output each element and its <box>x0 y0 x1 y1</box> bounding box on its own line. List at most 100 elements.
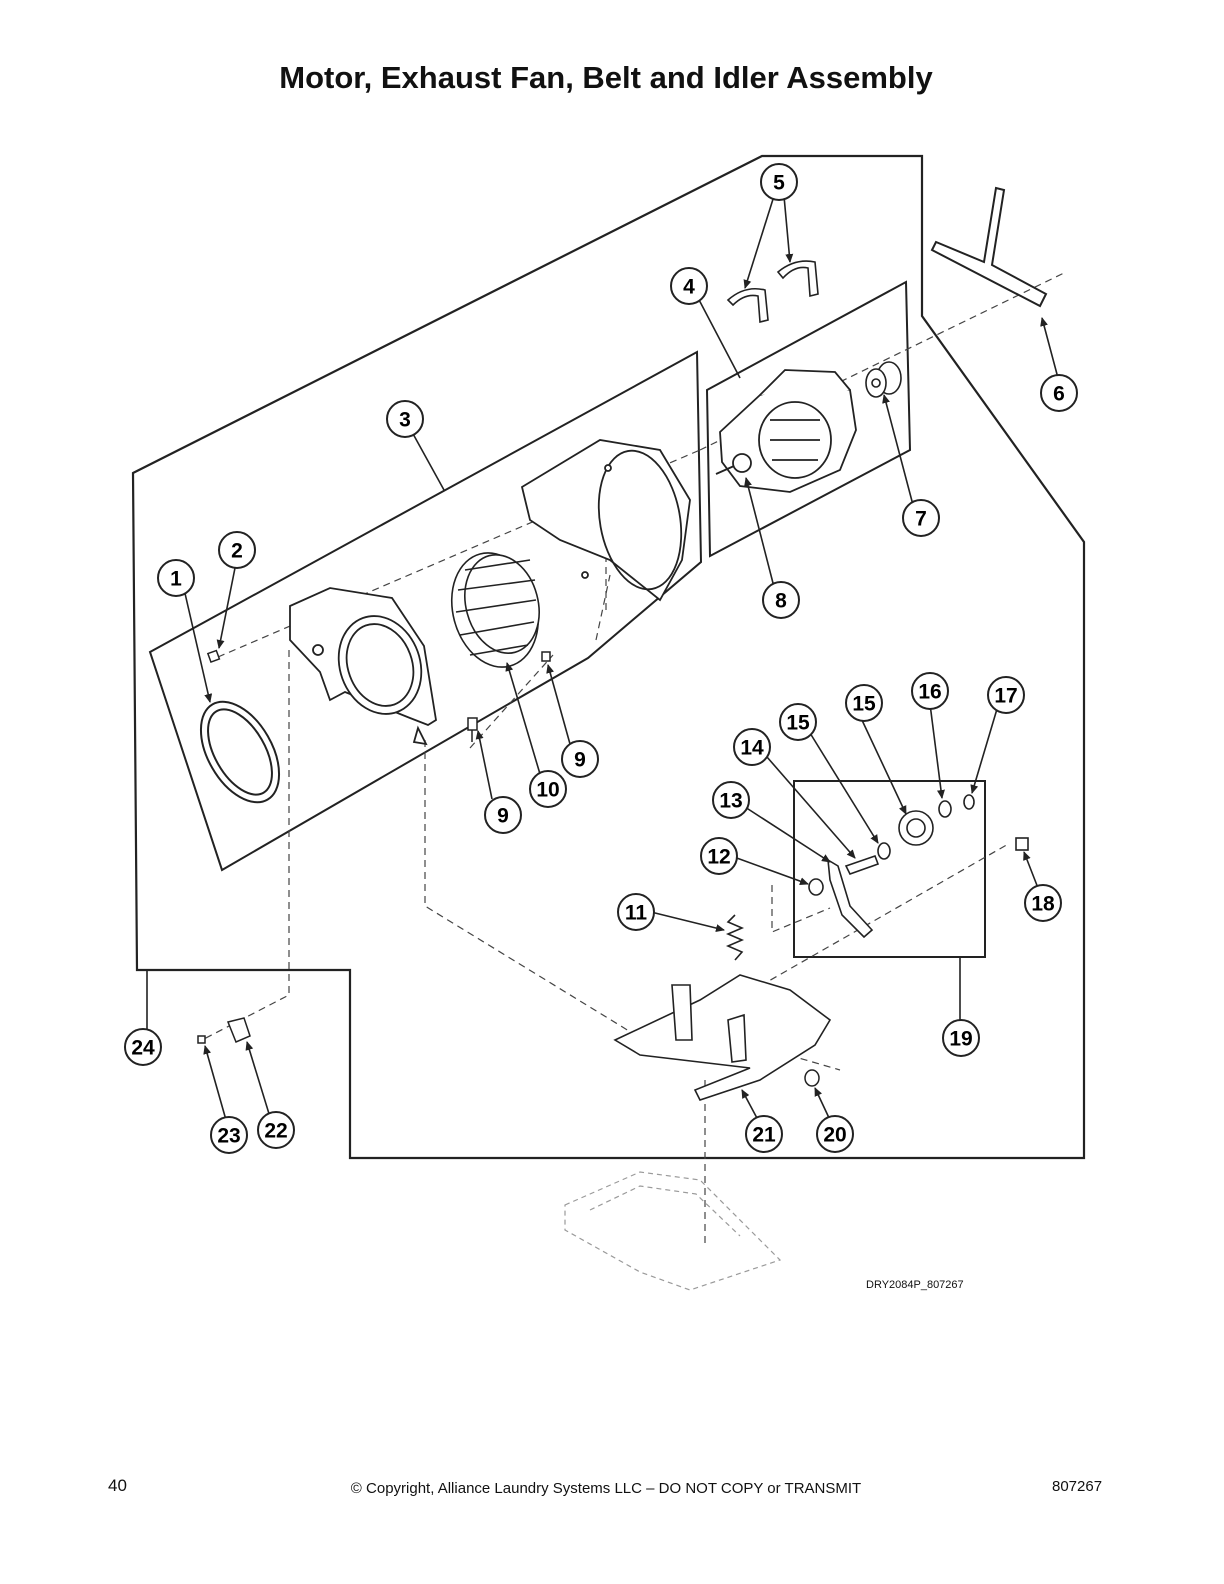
callout-circle <box>257 1111 295 1149</box>
callout-label: 2 <box>231 540 243 563</box>
idler-spring-part <box>725 914 745 961</box>
callout-circle <box>529 770 567 808</box>
callout-8: 8 <box>762 581 800 619</box>
callout-label: 5 <box>773 172 785 195</box>
callout-label: 12 <box>707 846 730 869</box>
callout-5: 5 <box>760 163 798 201</box>
callout-label: 17 <box>994 685 1017 708</box>
blower-subassembly-outline <box>148 350 703 872</box>
motor-clamps-part <box>726 260 819 324</box>
callout-label: 8 <box>775 590 787 613</box>
diagram-id: DRY2084P_807267 <box>866 1279 964 1291</box>
callout-label: 24 <box>131 1037 155 1060</box>
callout-circle <box>700 837 738 875</box>
callout-circle <box>157 559 195 597</box>
callout-circle <box>218 531 256 569</box>
blower-wheel-part <box>450 552 540 668</box>
callout-circle <box>124 1028 162 1066</box>
callout-23: 23 <box>210 1116 248 1154</box>
callout-16: 16 <box>911 672 949 710</box>
callout-9: 9 <box>484 796 522 834</box>
ring-gasket-part <box>199 700 281 804</box>
callout-14: 14 <box>733 728 771 766</box>
callout-10: 10 <box>529 770 567 808</box>
callout-circle <box>1024 884 1062 922</box>
callout-label: 18 <box>1031 893 1055 916</box>
callout-label: 1 <box>170 568 182 591</box>
callout-circle <box>617 893 655 931</box>
callout-12: 12 <box>700 837 738 875</box>
document-number: 807267 <box>1052 1478 1103 1495</box>
callout-22: 22 <box>257 1111 295 1149</box>
callout-9: 9 <box>561 740 599 778</box>
callout-label: 23 <box>217 1125 240 1148</box>
callout-7: 7 <box>902 499 940 537</box>
callout-label: 10 <box>536 779 559 802</box>
blower-housing-plate <box>289 587 437 746</box>
callout-label: 14 <box>740 737 764 760</box>
callout-circle <box>386 400 424 438</box>
callout-20: 20 <box>816 1115 854 1153</box>
callout-label: 16 <box>918 681 941 704</box>
callout-label: 21 <box>752 1124 776 1147</box>
callout-17: 17 <box>987 676 1025 714</box>
idler-subassembly-outline <box>793 780 986 958</box>
callout-leaders <box>146 195 1059 1121</box>
callout-21: 21 <box>745 1115 783 1153</box>
callout-circle <box>942 1019 980 1057</box>
callout-label: 19 <box>949 1028 972 1051</box>
callout-circle <box>745 1115 783 1153</box>
callout-circle <box>911 672 949 710</box>
motor-mount-part <box>613 974 832 1101</box>
callout-2: 2 <box>218 531 256 569</box>
callout-label: 4 <box>683 276 695 299</box>
scroll-housing-part <box>520 439 691 602</box>
outer-assembly-outline <box>131 154 1086 1160</box>
callout-19: 19 <box>942 1019 980 1057</box>
callout-circle <box>670 267 708 305</box>
page-title: Motor, Exhaust Fan, Belt and Idler Assem… <box>279 60 933 95</box>
motor-pulley-part <box>865 361 902 398</box>
callout-circle <box>484 796 522 834</box>
callout-label: 6 <box>1053 383 1065 406</box>
motor-subassembly-outline <box>705 280 912 558</box>
callout-label: 20 <box>823 1124 846 1147</box>
callout-circle <box>733 728 771 766</box>
callout-18: 18 <box>1024 884 1062 922</box>
callout-circle <box>1040 374 1078 412</box>
callout-11: 11 <box>617 893 655 931</box>
callout-circle <box>816 1115 854 1153</box>
callout-1: 1 <box>157 559 195 597</box>
callout-label: 7 <box>915 508 927 531</box>
callout-circle <box>712 781 750 819</box>
callout-6: 6 <box>1040 374 1078 412</box>
callout-circle <box>845 684 883 722</box>
callout-circle <box>210 1116 248 1154</box>
small-hardware-parts <box>197 1017 820 1087</box>
callout-label: 22 <box>264 1120 287 1143</box>
callout-label: 13 <box>719 790 742 813</box>
callout-circle <box>902 499 940 537</box>
callout-label: 15 <box>852 693 876 716</box>
idler-parts <box>808 794 1029 939</box>
callout-4: 4 <box>670 267 708 305</box>
copyright-notice: © Copyright, Alliance Laundry Systems LL… <box>350 1480 862 1497</box>
callout-15: 15 <box>845 684 883 722</box>
callout-label: 3 <box>399 409 411 432</box>
callout-label: 15 <box>786 712 810 735</box>
callout-15: 15 <box>779 703 817 741</box>
drive-belt-part <box>930 186 1048 308</box>
motor-part <box>715 369 857 493</box>
screw-parts <box>206 649 551 742</box>
page-number: 40 <box>108 1476 127 1495</box>
callout-circle <box>561 740 599 778</box>
callout-label: 9 <box>574 749 586 772</box>
callout-13: 13 <box>712 781 750 819</box>
callout-24: 24 <box>124 1028 162 1066</box>
callout-circle <box>762 581 800 619</box>
callout-label: 11 <box>625 902 648 925</box>
callout-circle <box>779 703 817 741</box>
callout-circle <box>760 163 798 201</box>
